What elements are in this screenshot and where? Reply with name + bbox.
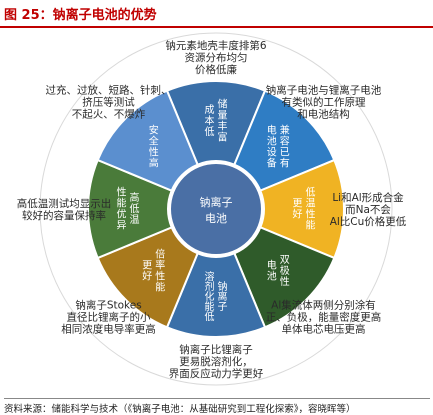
segment-label-resource: 储量丰富 <box>218 98 228 144</box>
segment-label-bipolar: 电池 <box>267 259 277 283</box>
figure-title: 图 25：钠离子电池的优势 <box>4 8 157 23</box>
segment-label-hightemp: 高低温 <box>130 191 140 226</box>
segment-description-compat: 钠离子电池与锂离子电池有类似的工作原理和电池结构 <box>266 84 382 121</box>
inner-labels: 储量丰富成本低兼容已有电池设备低温性能更好双极性电池钠离子溶剂化能低倍率性能更好… <box>117 98 316 324</box>
hub-label-line: 电池 <box>205 212 227 225</box>
segment-description-safety: 过充、过放、短路、针刺、挤压等测试不起火、不爆炸 <box>46 84 172 121</box>
segment-description-solvation: 钠离子比锂离子更易脱溶剂化，界面反应动力学更好 <box>169 343 264 380</box>
segment-label-safety: 安全性高 <box>149 123 159 169</box>
segment-label-compat: 电池设备 <box>267 123 277 169</box>
segment-label-hightemp: 性能优异 <box>117 186 127 232</box>
wedge-safety <box>96 89 199 192</box>
segment-label-bipolar: 双极性 <box>280 254 290 288</box>
segment-label-compat: 兼容已有 <box>280 123 290 169</box>
segment-label-rate: 倍率性能 <box>155 248 165 294</box>
segment-label-resource: 成本低 <box>205 104 215 138</box>
title-bar: 图 25：钠离子电池的优势 <box>0 0 433 28</box>
segment-label-lowtemp: 更好 <box>293 198 303 221</box>
segment-label-lowtemp: 低温性能 <box>306 186 316 232</box>
hub-circle <box>169 162 263 256</box>
source-note: 资料来源：储能科学与技术（《钠离子电池：从基础研究到工程化探索》，容晓晖等） <box>4 398 430 415</box>
segment-label-solvation: 溶剂化能低 <box>205 270 215 323</box>
inner-wedges <box>87 80 345 338</box>
segment-description-hightemp: 高低温测试均显示出较好的容量保持率 <box>17 197 112 222</box>
hub-label-line: 钠离子 <box>200 195 233 209</box>
segment-description-bipolar: Al集流体两侧分别涂有正、负极，能量密度更高单体电芯电压更高 <box>266 298 382 335</box>
segment-label-solvation: 钠离子 <box>218 280 228 313</box>
segment-label-rate: 更好 <box>142 260 152 283</box>
